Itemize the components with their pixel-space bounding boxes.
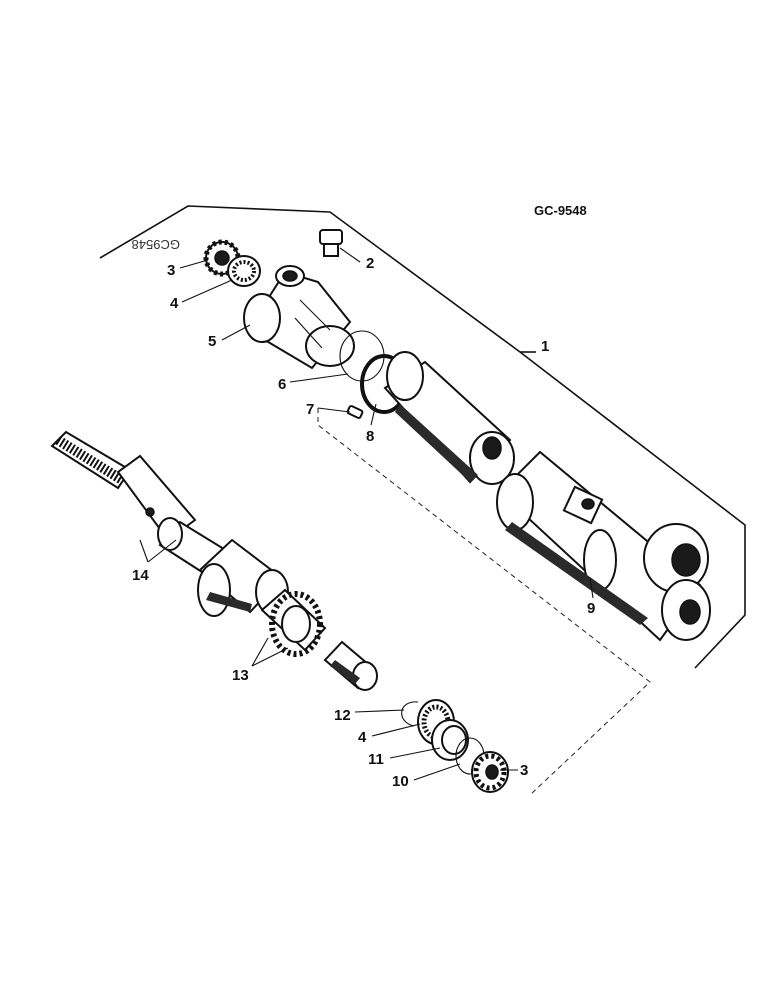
callout-3-top: 3 <box>167 262 175 279</box>
shaft-pin <box>323 640 378 691</box>
snap-ring-12 <box>401 701 419 727</box>
leader-lines <box>139 247 594 781</box>
callout-13: 13 <box>232 667 249 684</box>
callout-2: 2 <box>366 255 374 272</box>
callout-12: 12 <box>334 707 351 724</box>
callout-14: 14 <box>132 567 149 584</box>
callout-10: 10 <box>392 773 409 790</box>
pipe-plug <box>319 229 343 257</box>
assembly-axis-dash <box>317 408 651 796</box>
piston-assembly <box>157 517 327 657</box>
callout-3-bottom: 3 <box>520 762 528 779</box>
callout-9: 9 <box>587 600 595 617</box>
callout-11: 11 <box>368 751 384 768</box>
set-screw-7 <box>346 405 364 419</box>
stamp-code: GC9548 <box>132 237 180 252</box>
callout-1: 1 <box>541 338 549 355</box>
callout-6: 6 <box>278 376 286 393</box>
bearing-cup-top <box>227 255 261 287</box>
cylinder-body <box>496 450 711 642</box>
callout-7: 7 <box>306 401 314 418</box>
bearing-cone-bottom <box>471 751 509 793</box>
callout-8: 8 <box>366 428 374 445</box>
spacer-11 <box>431 719 469 761</box>
callout-5: 5 <box>208 333 216 350</box>
cylinder-barrel <box>383 351 515 485</box>
callout-4-bottom: 4 <box>358 729 367 746</box>
end-housing <box>243 265 355 370</box>
drawing-code: GC-9548 <box>534 203 587 218</box>
callout-4-top: 4 <box>170 295 179 312</box>
